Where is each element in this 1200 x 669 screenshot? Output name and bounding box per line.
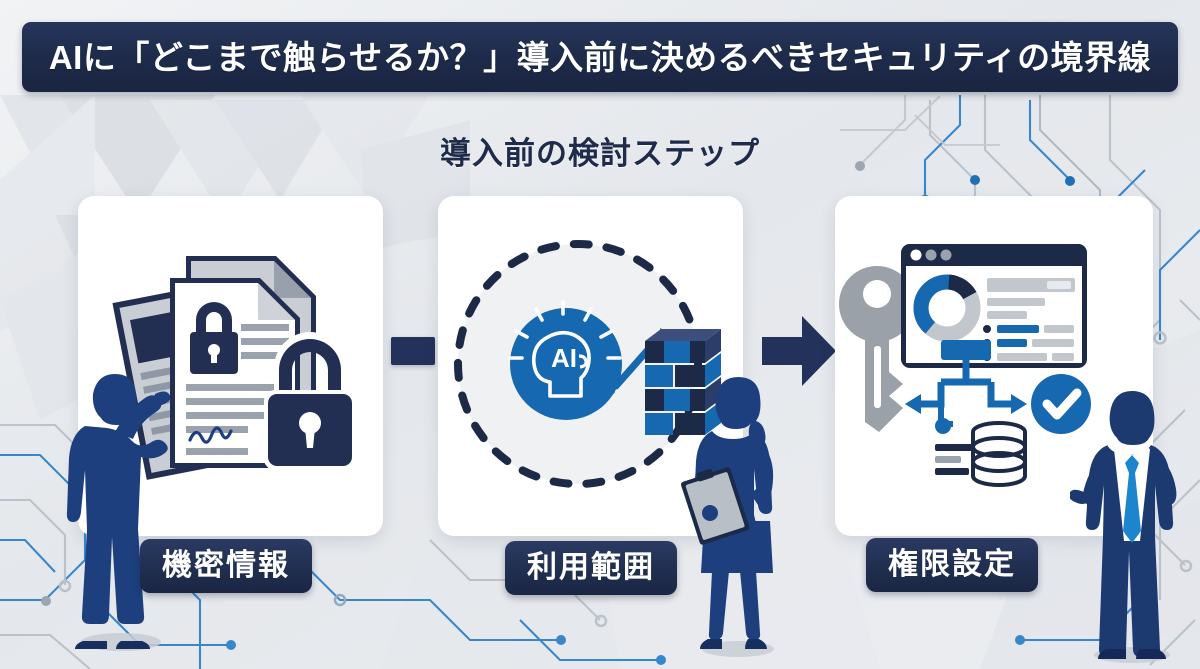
- page-title: AIに「どこまで触らせるか？」導入前に決めるべきセキュリティの境界線: [48, 38, 1152, 76]
- title-banner: AIに「どこまで触らせるか？」導入前に決めるべきセキュリティの境界線: [22, 22, 1178, 92]
- svg-text:AI: AI: [551, 343, 577, 373]
- check-circle-icon: [1031, 374, 1091, 434]
- dashed-boundary-circle: [454, 240, 702, 488]
- arrow-right-icon: [762, 316, 836, 386]
- businesswoman-clipboard-silhouette: [681, 377, 774, 657]
- ai-boundary-firewall-icon: AI: [454, 240, 721, 488]
- step-card-1[interactable]: [78, 196, 383, 536]
- padlock-icon: [264, 332, 356, 470]
- permission-flow: [905, 340, 1027, 434]
- businessman-checkmark-silhouette: [1070, 391, 1177, 663]
- donut-chart: [913, 274, 981, 342]
- step-label-1-text: 機密情報: [162, 549, 290, 582]
- small-lock-icon: [190, 302, 238, 374]
- clipboard-icon: [681, 467, 750, 545]
- key-icon: [839, 266, 915, 432]
- step-label-1[interactable]: 機密情報: [140, 539, 312, 593]
- locked-documents-icon: [112, 256, 356, 480]
- step-card-2[interactable]: AI: [438, 196, 743, 536]
- step-label-2-text: 利用範囲: [527, 551, 655, 584]
- dashboard-window: [901, 244, 1087, 368]
- step-card-3[interactable]: [835, 196, 1153, 536]
- subtitle: 導入前の検討ステップ: [440, 136, 760, 171]
- step-label-2[interactable]: 利用範囲: [505, 541, 677, 595]
- ai-badge: [510, 308, 622, 420]
- connector-bar-1: [391, 337, 435, 365]
- key-dashboard-permissions-icon: [839, 244, 1091, 487]
- step-label-3[interactable]: 権限設定: [866, 538, 1038, 592]
- circuit-traces-top: [840, 95, 1000, 147]
- database-icon: [971, 421, 1027, 487]
- businessman-pointing-silhouette: [66, 374, 171, 651]
- step-label-3-text: 権限設定: [888, 548, 1016, 581]
- firewall-icon: [645, 329, 721, 435]
